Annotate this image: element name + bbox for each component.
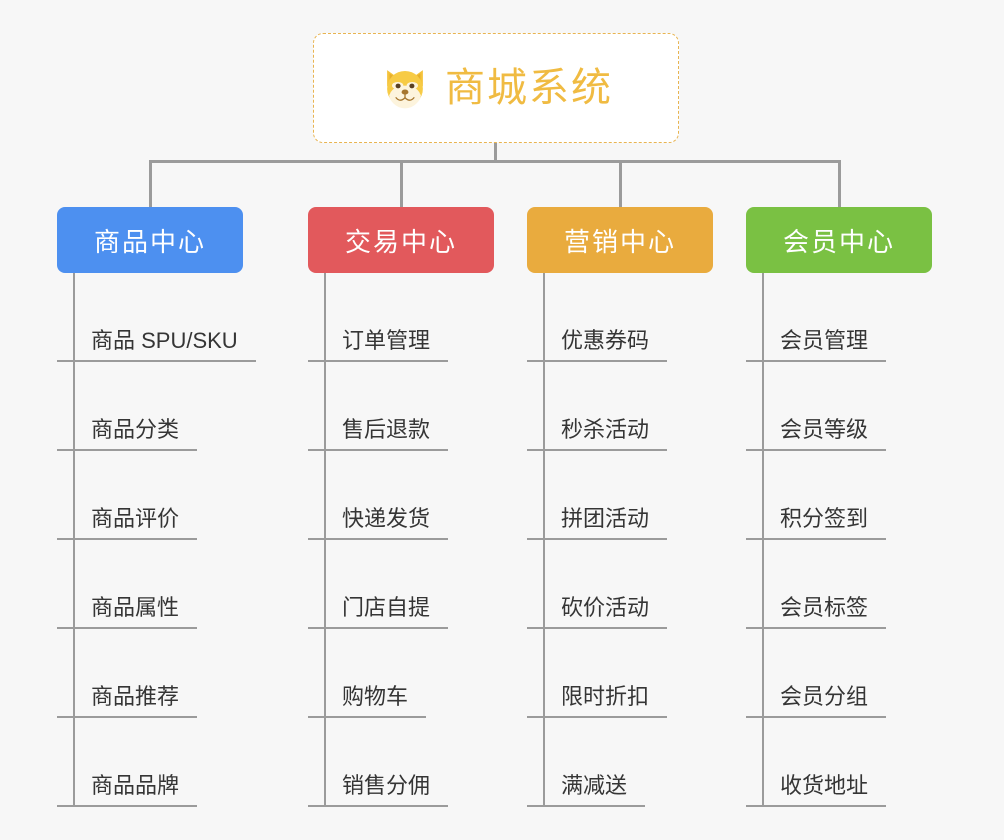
leaf-label: 商品评价 (57, 506, 198, 540)
branch-spine-2 (324, 273, 326, 807)
column-member-center: 会员中心 会员管理 会员等级 积分签到 会员标签 会员分组 收货地址 (746, 207, 976, 807)
list-item[interactable]: 商品 SPU/SKU (57, 273, 307, 362)
leaf-label: 商品属性 (57, 595, 198, 629)
list-item[interactable]: 会员管理 (746, 273, 976, 362)
list-item[interactable]: 收货地址 (746, 718, 976, 807)
list-item[interactable]: 商品属性 (57, 540, 307, 629)
leaf-label: 商品 SPU/SKU (57, 328, 256, 362)
root-node[interactable]: 商城系统 (313, 33, 679, 143)
branch-spine-4 (762, 273, 764, 807)
branch-1: 商品 SPU/SKU 商品分类 商品评价 商品属性 商品推荐 商品品牌 (57, 273, 307, 807)
category-label-2: 交易中心 (344, 226, 457, 257)
leaf-label: 拼团活动 (527, 506, 668, 540)
leaf-label: 销售分佣 (308, 773, 449, 807)
connector-drop-2 (400, 160, 403, 207)
list-item[interactable]: 满减送 (527, 718, 757, 807)
list-item[interactable]: 砍价活动 (527, 540, 757, 629)
list-item[interactable]: 销售分佣 (308, 718, 538, 807)
leaf-label: 售后退款 (308, 417, 449, 451)
list-item[interactable]: 优惠券码 (527, 273, 757, 362)
list-item[interactable]: 购物车 (308, 629, 538, 718)
leaf-list-3: 优惠券码 秒杀活动 拼团活动 砍价活动 限时折扣 满减送 (527, 273, 757, 807)
leaf-label: 商品品牌 (57, 773, 198, 807)
leaf-label: 秒杀活动 (527, 417, 668, 451)
list-item[interactable]: 积分签到 (746, 451, 976, 540)
leaf-label: 会员等级 (746, 417, 887, 451)
column-trade-center: 交易中心 订单管理 售后退款 快递发货 门店自提 购物车 销售分佣 (308, 207, 538, 807)
list-item[interactable]: 拼团活动 (527, 451, 757, 540)
branch-2: 订单管理 售后退款 快递发货 门店自提 购物车 销售分佣 (308, 273, 538, 807)
list-item[interactable]: 会员分组 (746, 629, 976, 718)
category-header-3[interactable]: 营销中心 (527, 207, 713, 273)
connector-bus (150, 160, 841, 163)
leaf-label: 商品推荐 (57, 684, 198, 718)
dog-face-emoji (379, 62, 431, 114)
list-item[interactable]: 会员等级 (746, 362, 976, 451)
leaf-label: 快递发货 (308, 506, 449, 540)
leaf-list-4: 会员管理 会员等级 积分签到 会员标签 会员分组 收货地址 (746, 273, 976, 807)
list-item[interactable]: 快递发货 (308, 451, 538, 540)
category-header-2[interactable]: 交易中心 (308, 207, 494, 273)
leaf-list-1: 商品 SPU/SKU 商品分类 商品评价 商品属性 商品推荐 商品品牌 (57, 273, 307, 807)
column-marketing-center: 营销中心 优惠券码 秒杀活动 拼团活动 砍价活动 限时折扣 满减送 (527, 207, 757, 807)
connector-drop-4 (838, 160, 841, 207)
leaf-label: 优惠券码 (527, 328, 668, 362)
leaf-label: 满减送 (527, 773, 646, 807)
list-item[interactable]: 门店自提 (308, 540, 538, 629)
connector-drop-3 (619, 160, 622, 207)
list-item[interactable]: 限时折扣 (527, 629, 757, 718)
leaf-list-2: 订单管理 售后退款 快递发货 门店自提 购物车 销售分佣 (308, 273, 538, 807)
leaf-label: 会员管理 (746, 328, 887, 362)
category-header-1[interactable]: 商品中心 (57, 207, 243, 273)
category-label-1: 商品中心 (93, 226, 206, 257)
category-header-4[interactable]: 会员中心 (746, 207, 932, 273)
list-item[interactable]: 秒杀活动 (527, 362, 757, 451)
leaf-label: 收货地址 (746, 773, 887, 807)
leaf-label: 会员分组 (746, 684, 887, 718)
connector-root-drop (494, 143, 497, 162)
list-item[interactable]: 商品评价 (57, 451, 307, 540)
leaf-label: 门店自提 (308, 595, 449, 629)
leaf-label: 商品分类 (57, 417, 198, 451)
list-item[interactable]: 会员标签 (746, 540, 976, 629)
leaf-label: 积分签到 (746, 506, 887, 540)
leaf-label: 限时折扣 (527, 684, 668, 718)
list-item[interactable]: 商品分类 (57, 362, 307, 451)
category-label-3: 营销中心 (563, 226, 676, 257)
list-item[interactable]: 订单管理 (308, 273, 538, 362)
leaf-label: 砍价活动 (527, 595, 668, 629)
branch-3: 优惠券码 秒杀活动 拼团活动 砍价活动 限时折扣 满减送 (527, 273, 757, 807)
branch-spine-1 (73, 273, 75, 807)
branch-4: 会员管理 会员等级 积分签到 会员标签 会员分组 收货地址 (746, 273, 976, 807)
leaf-label: 购物车 (308, 684, 427, 718)
leaf-label: 订单管理 (308, 328, 449, 362)
category-label-4: 会员中心 (782, 226, 895, 257)
root-title: 商城系统 (445, 66, 613, 110)
list-item[interactable]: 售后退款 (308, 362, 538, 451)
branch-spine-3 (543, 273, 545, 807)
connector-drop-1 (149, 160, 152, 207)
list-item[interactable]: 商品品牌 (57, 718, 307, 807)
column-product-center: 商品中心 商品 SPU/SKU 商品分类 商品评价 商品属性 商品推荐 商品品牌 (57, 207, 307, 807)
list-item[interactable]: 商品推荐 (57, 629, 307, 718)
leaf-label: 会员标签 (746, 595, 887, 629)
